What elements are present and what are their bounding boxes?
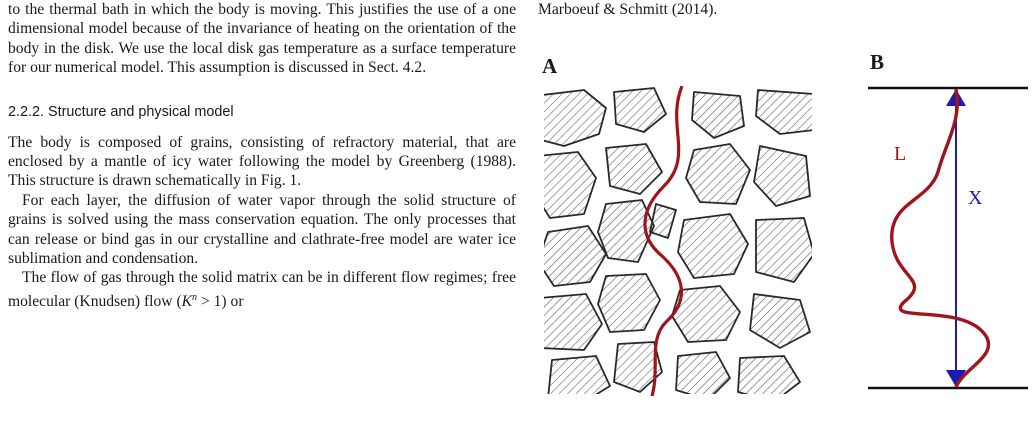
grain [544, 293, 603, 351]
paragraph-structure: The body is composed of grains, consisti… [8, 133, 516, 190]
panel-b-label: B [870, 50, 885, 74]
left-column: to the thermal bath in which the body is… [8, 0, 516, 311]
paragraph-diffusion: For each layer, the diffusion of water v… [8, 191, 516, 268]
path-label-l: L [894, 143, 906, 165]
figure-panel-b: L X [868, 86, 1028, 390]
knudsen-superscript: n [192, 291, 198, 303]
section-heading: 2.2.2. Structure and physical model [8, 103, 234, 120]
grain [597, 273, 661, 333]
grain [753, 145, 811, 207]
flow-text-start: The flow of gas through the solid matrix… [8, 269, 516, 311]
grain [547, 355, 611, 394]
grain [605, 143, 663, 195]
arrow-head-down [946, 370, 966, 387]
grain [613, 87, 667, 133]
flow-text-end: > 1) or [197, 293, 244, 311]
grain [544, 225, 607, 287]
grain [675, 351, 731, 394]
grain [544, 89, 607, 147]
grain [685, 143, 751, 205]
grain [755, 217, 812, 283]
panel-a-label: A [542, 54, 558, 78]
grain [544, 151, 597, 219]
grain [755, 89, 812, 135]
citation-line: Marboeuf & Schmitt (2014). [538, 1, 718, 18]
grain [691, 91, 745, 139]
grain [677, 213, 749, 279]
paragraph-thermal-bath: to the thermal bath in which the body is… [8, 1, 516, 77]
grain [597, 199, 655, 263]
grain [649, 203, 677, 239]
paragraph-flow: The flow of gas through the solid matrix… [8, 268, 516, 311]
knudsen-symbol: K [181, 293, 193, 311]
grain [749, 293, 811, 349]
grain [613, 341, 663, 393]
tortuous-path [643, 86, 684, 396]
distance-label-x: X [968, 187, 983, 209]
grain [737, 355, 801, 394]
path-length-curve [890, 88, 991, 388]
right-column: Marboeuf & Schmitt (2014). A B [538, 0, 1028, 421]
figure-panel-a [544, 86, 812, 396]
